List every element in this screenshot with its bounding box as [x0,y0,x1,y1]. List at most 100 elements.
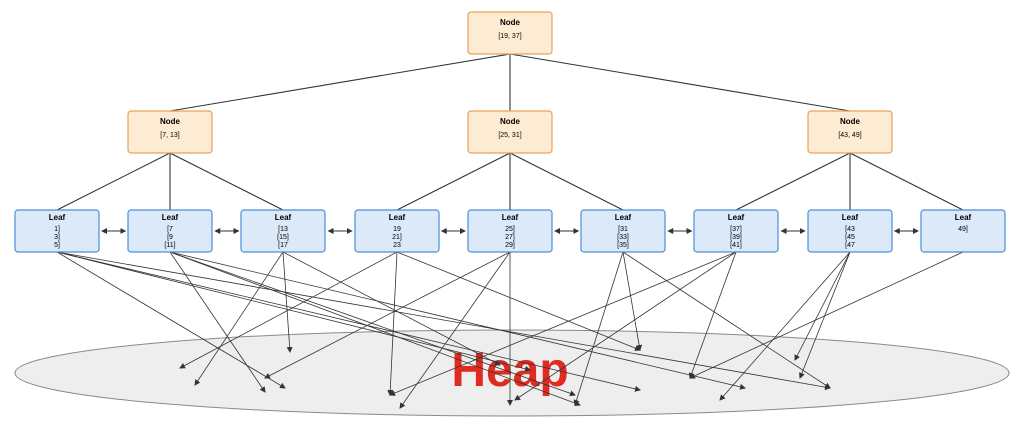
leaf-node: Leaf [43 [45 [47 [807,209,893,253]
leaf-node-title: Leaf [389,213,406,222]
heap-pointer-arrow [622,251,831,389]
leaf-node-key: 1] [54,226,60,233]
internal-node-title: Node [160,117,181,126]
leaf-node-key: 3] [54,234,60,241]
heap-pointer-arrow [389,251,737,396]
leaf-node-key: [35] [617,242,629,249]
leaf-node-box [580,209,666,253]
leaf-node-key: [43 [845,226,855,233]
leaf-node-box [127,209,213,253]
leaf-node-title: Leaf [955,213,972,222]
leaf-node-box [807,209,893,253]
leaf-node: Leaf 19 21] 23 [354,209,440,253]
leaf-node-key: [17 [278,242,288,249]
tree-edge [509,152,624,211]
heap-pointer-arrow [56,251,641,392]
tree-edge [735,152,851,211]
heap-pointer-arrow [169,251,576,397]
heap-pointer-arrow [387,251,398,396]
leaf-node-box [240,209,326,253]
root-node-title: Node [500,18,521,27]
leaf-node-key: 29] [505,242,515,249]
tree-edge [169,152,284,211]
leaf-node-title: Leaf [728,213,745,222]
internal-node-box [807,110,893,154]
internal-node-range: [7, 13] [160,132,180,139]
internal-node: Node [43, 49] [807,110,893,154]
leaf-node-key: [15] [277,234,289,241]
leaf-node-key: 19 [393,226,401,233]
leaf-node-title: Leaf [842,213,859,222]
leaf-node-key: [13 [278,226,288,233]
leaf-node-box [920,209,1006,253]
tree-edge [509,53,851,112]
heap-pointer-arrow [169,251,581,407]
leaf-node-title: Leaf [275,213,292,222]
heap-pointer-arrow [689,251,964,379]
leaf-node-key: 49] [958,226,968,233]
heap-pointer-arrow [194,251,284,386]
heap-pointer-arrow [396,251,641,351]
internal-node-range: [43, 49] [838,132,861,139]
leaf-node-box [354,209,440,253]
internal-node-box [467,110,553,154]
heap-pointer-arrow [719,251,851,401]
internal-node-title: Node [840,117,861,126]
leaf-node-key: [11] [164,242,175,249]
leaf-node-key: [39] [730,234,742,241]
leaf-node: Leaf [13 [15] [17 [240,209,326,253]
leaf-node: Leaf [31 [33] [35] [580,209,666,253]
heap-pointer-arrow [399,251,511,409]
internal-node: Node [25, 31] [467,110,553,154]
heap-pointer-arrows [56,251,964,409]
leaf-node-key: [9 [167,234,173,241]
leaf-node-key: 23 [393,242,401,249]
leaf-node: Leaf [7 [9 [11] [127,209,213,253]
leaf-node-key: [41] [730,242,742,249]
heap-pointer-arrow [282,251,293,353]
heap-pointer-arrow [264,251,511,379]
heap-pointer-arrow [688,251,737,379]
leaf-node-title: Leaf [162,213,179,222]
heap-pointer-arrow [169,251,266,393]
root-node: Node [19, 37] [467,11,553,55]
internal-node-title: Node [500,117,521,126]
heap-pointer-arrow [573,251,624,406]
leaf-node-box [693,209,779,253]
heap-pointer-arrow [179,251,398,369]
leaf-node-title: Leaf [615,213,632,222]
leaf-node-title: Leaf [49,213,66,222]
heap-pointer-arrow [794,251,851,361]
leaf-node: Leaf 25] 27] 29] [467,209,553,253]
root-node-box [467,11,553,55]
leaf-node: Leaf [37] [39] [41] [693,209,779,253]
tree-edges [56,53,964,211]
heap-pointer-arrow [282,251,501,366]
root-node-range: [19, 37] [498,33,521,40]
leaf-node: Leaf 1] 3] 5] [14,209,100,253]
internal-node-range: [25, 31] [498,132,521,139]
leaf-node-key: [37] [730,226,742,233]
tree-edge [56,152,171,211]
leaf-node-key: [47 [845,242,855,249]
leaf-node-key: 5] [54,242,60,249]
leaf-node-key: 27] [505,234,515,241]
leaf-node: Leaf 49] [920,209,1006,253]
leaf-node-box [467,209,553,253]
internal-node-box [127,110,213,154]
tree-edge [396,152,511,211]
leaf-node-key: [45 [845,234,855,241]
leaf-node-box [14,209,100,253]
tree-edge [849,152,964,211]
heap-pointer-arrow [514,251,737,401]
heap-pointer-arrow [169,251,746,390]
heap-pointer-arrow [622,251,643,351]
leaf-node-key: 25] [505,226,515,233]
heap-pointer-arrow [56,251,531,372]
heap-pointer-arrow [56,251,831,391]
leaf-node-key: [7 [167,226,173,233]
leaf-node-key: [31 [618,226,628,233]
leaf-node-title: Leaf [502,213,519,222]
tree-edge [169,53,511,112]
